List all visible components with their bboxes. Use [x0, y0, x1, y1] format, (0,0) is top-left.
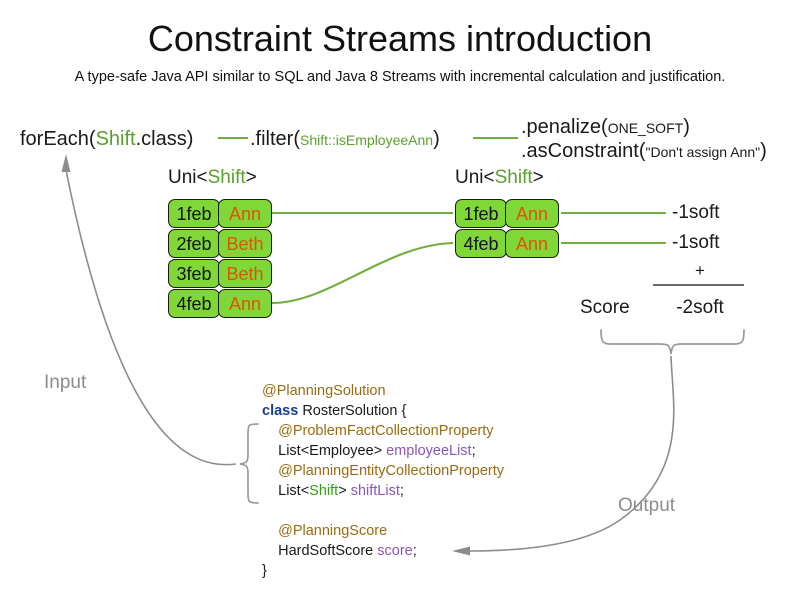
code-token — [262, 503, 266, 519]
page-title: Constraint Streams introduction — [147, 18, 653, 59]
code-token: @PlanningEntityCollectionProperty — [278, 463, 505, 479]
shift-date: 4feb — [455, 229, 507, 258]
shift-date: 2feb — [168, 229, 220, 258]
stream-caption-left-type: Shift — [207, 167, 246, 188]
score-label: Score — [580, 297, 630, 318]
code-token: @ProblemFactCollectionProperty — [278, 423, 494, 439]
expr-as-constraint-arg: "Don't assign Ann" — [645, 144, 761, 160]
expr-filter-suffix: ) — [433, 128, 440, 150]
penalty-label: -1soft — [672, 232, 720, 253]
expr-filter-type: Shift — [300, 132, 329, 148]
code-token: List<Employee> — [278, 443, 387, 459]
input-label: Input — [44, 372, 87, 393]
stream-caption-right: Uni<Shift> — [455, 167, 544, 189]
expr-as-constraint-prefix: .asConstraint( — [521, 140, 646, 162]
code-token: Shift — [309, 483, 339, 499]
shift-date: 1feb — [455, 199, 507, 228]
shift-date: 4feb — [168, 289, 220, 318]
expr-filter-method: ::isEmployeeAnn — [328, 132, 434, 148]
code-token: List< — [278, 483, 310, 499]
output-label: Output — [618, 495, 676, 516]
expr-filter-prefix: .filter( — [250, 128, 300, 150]
expr-penalize: .penalize(ONE_SOFT) — [521, 115, 690, 140]
stream-caption-right-suffix: > — [532, 167, 544, 188]
shift-employee: Ann — [505, 229, 559, 258]
code-fields-brace — [239, 423, 259, 504]
code-line: @PlanningSolution — [262, 381, 504, 401]
code-token: class — [262, 403, 299, 419]
code-line: @ProblemFactCollectionProperty — [262, 421, 504, 441]
code-line: List<Employee> employeeList; — [262, 441, 504, 461]
shift-date: 1feb — [168, 199, 220, 228]
code-line: } — [262, 561, 504, 581]
page-subtitle: A type-safe Java API similar to SQL and … — [74, 69, 726, 85]
code-token: score — [377, 543, 413, 559]
shift-employee: Ann — [218, 199, 272, 228]
shift-card[interactable]: 4feb Ann — [455, 229, 559, 258]
code-line: class RosterSolution { — [262, 401, 504, 421]
expr-penalize-suffix: ) — [683, 116, 690, 138]
expr-foreach-prefix: forEach( — [20, 128, 96, 150]
shift-employee: Ann — [218, 289, 272, 318]
shift-employee: Beth — [218, 259, 272, 288]
stream-caption-left-suffix: > — [245, 167, 257, 188]
expr-filter: .filter(Shift::isEmployeeAnn) — [250, 127, 440, 152]
expr-penalize-prefix: .penalize( — [521, 116, 608, 138]
code-line: @PlanningScore — [262, 521, 504, 541]
shift-card[interactable]: 1feb Ann — [168, 199, 272, 228]
code-line: HardSoftScore score; — [262, 541, 504, 561]
code-token: > — [338, 483, 351, 499]
expr-as-constraint-suffix: ) — [760, 140, 767, 162]
expr-foreach: forEach(Shift.class) — [20, 127, 193, 151]
score-total: -2soft — [676, 297, 724, 318]
code-line: @PlanningEntityCollectionProperty — [262, 461, 504, 481]
expr-as-constraint: .asConstraint("Don't assign Ann") — [521, 139, 767, 164]
code-token: ; — [412, 543, 417, 559]
shift-employee: Ann — [505, 199, 559, 228]
code-token: } — [262, 563, 267, 579]
shift-card[interactable]: 4feb Ann — [168, 289, 272, 318]
code-line: List<Shift> shiftList; — [262, 481, 504, 501]
shift-employee: Beth — [218, 229, 272, 258]
shift-card[interactable]: 1feb Ann — [455, 199, 559, 228]
code-token: shiftList — [350, 483, 400, 499]
code-token: RosterSolution { — [298, 403, 407, 419]
expr-penalize-arg: ONE_SOFT — [607, 120, 684, 136]
stream-caption-left-prefix: Uni< — [168, 167, 208, 188]
shift-card[interactable]: 2feb Beth — [168, 229, 272, 258]
expr-foreach-suffix: .class) — [135, 128, 194, 150]
score-brace — [600, 329, 745, 355]
stream-caption-left: Uni<Shift> — [168, 167, 257, 189]
stream-caption-right-prefix: Uni< — [455, 167, 495, 188]
code-token: ; — [471, 443, 476, 459]
code-token: employeeList — [386, 443, 472, 459]
expr-foreach-type: Shift — [95, 128, 136, 150]
score-operator: + — [695, 261, 705, 280]
input-arrow-head — [61, 154, 71, 172]
stream-link-curve — [271, 241, 454, 305]
code-token: @PlanningScore — [278, 523, 388, 539]
code-token: ; — [399, 483, 404, 499]
stream-caption-right-type: Shift — [494, 167, 533, 188]
shift-card[interactable]: 3feb Beth — [168, 259, 272, 288]
penalty-label: -1soft — [672, 202, 720, 223]
shift-date: 3feb — [168, 259, 220, 288]
code-token: @PlanningSolution — [262, 383, 386, 399]
code-token: HardSoftScore — [278, 543, 378, 559]
code-line — [262, 501, 504, 521]
